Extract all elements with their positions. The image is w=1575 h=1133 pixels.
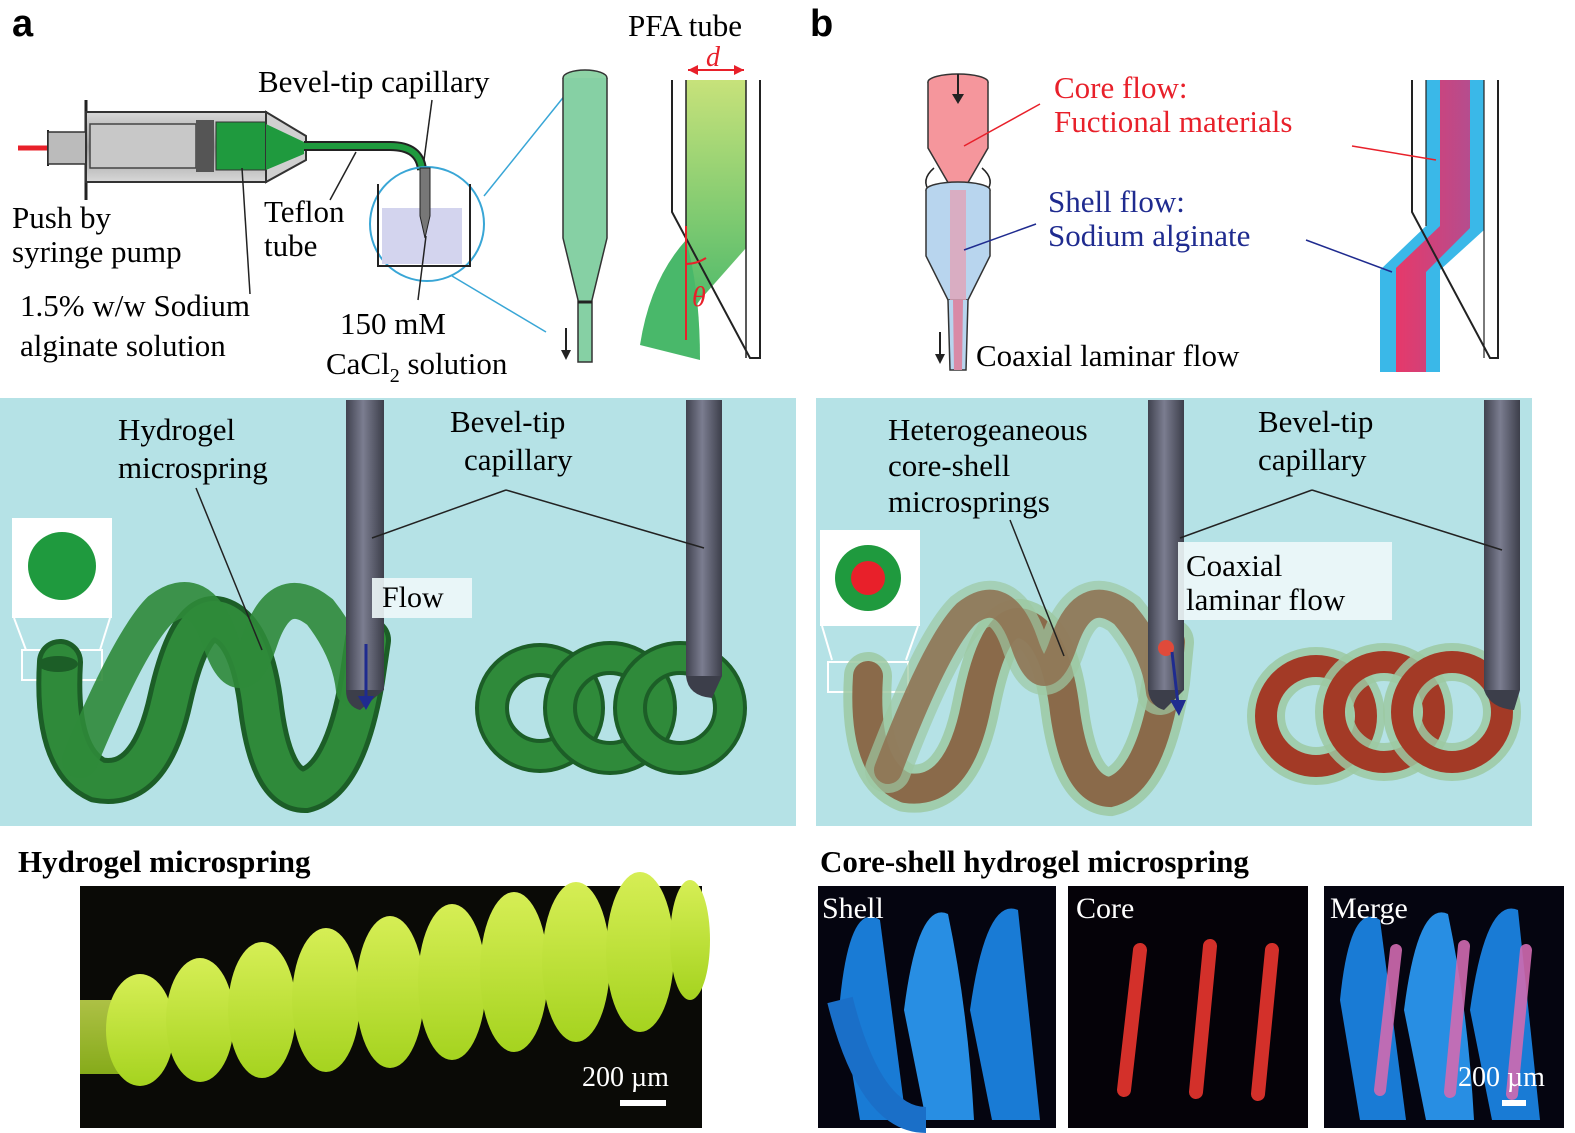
coax-tag-2: laminar flow [1186, 582, 1346, 617]
teflon-label-2: tube [264, 228, 317, 263]
push-label-2: syringe pump [12, 234, 182, 269]
coaxial-bevel-zoom [1305, 80, 1499, 372]
capillary-a1 [346, 400, 384, 690]
photo-merge-spring [1340, 908, 1540, 1120]
hydrogel-microspring-3d [36, 582, 391, 814]
cacl2-bath-inset [369, 93, 567, 333]
hetero-label-3: microsprings [888, 484, 1050, 519]
core-shell-microspring-compact [1247, 643, 1521, 785]
flow-tag: Flow [382, 581, 444, 614]
bevel-label-b-1: Bevel-tip [1258, 404, 1373, 439]
core-tag: Core [1076, 892, 1134, 925]
photo-b-scale-bar [1502, 1100, 1526, 1106]
bevel-label-a-1: Bevel-tip [450, 404, 565, 439]
photo-a-scale-bar [620, 1100, 666, 1106]
merge-tag: Merge [1330, 892, 1408, 925]
teflon-label-1: Teflon [264, 194, 345, 229]
push-label-1: Push by [12, 200, 112, 235]
alginate-label-1: 1.5% w/w Sodium [20, 288, 250, 323]
shell-tag: Shell [822, 892, 884, 925]
bevel-tip-label: Bevel-tip capillary [258, 64, 490, 99]
core-flow-label-1: Core flow: [1054, 70, 1187, 105]
photo-b-title: Core-shell hydrogel microspring [820, 844, 1249, 879]
coaxial-flow-label: Coaxial laminar flow [976, 338, 1240, 373]
hetero-label-2: core-shell [888, 448, 1010, 483]
pfa-tube-label: PFA tube [628, 8, 742, 43]
pfa-tube-zoom [640, 65, 761, 360]
coaxial-nozzle [925, 73, 1041, 371]
cross-section-inset-a [12, 518, 112, 681]
core-flow-label-2: Fuctional materials [1054, 104, 1292, 139]
bevel-label-b-2: capillary [1258, 442, 1367, 477]
hydrogel-microspring-compact [475, 641, 747, 775]
shell-flow-label-2: Sodium alginate [1048, 218, 1250, 253]
theta-label: θ [692, 282, 706, 313]
bevel-capillary-zoom [561, 69, 608, 363]
syringe [47, 100, 307, 200]
photo-shell-spring [827, 908, 1040, 1133]
photo-b-scale-label: 200 µm [1458, 1062, 1545, 1093]
bevel-label-a-2: capillary [464, 442, 573, 477]
capillary-a2 [686, 400, 722, 676]
flow-tag-bg [372, 578, 472, 618]
shell-flow-label-1: Shell flow: [1048, 184, 1185, 219]
capillary-b2 [1484, 400, 1520, 690]
photo-core-spring [1117, 939, 1279, 1101]
photo-a-scale-label: 200 µm [582, 1062, 669, 1093]
core-shell-microspring-3d [843, 580, 1194, 817]
coax-tag-1: Coaxial [1186, 548, 1282, 583]
cacl2-label-1: 150 mM [340, 306, 446, 341]
alginate-label-2: alginate solution [20, 328, 226, 363]
cacl2-label-2: CaCl2 solution [326, 346, 508, 387]
hetero-label-1: Heterogeaneous [888, 412, 1088, 447]
panel-a-letter: a [12, 3, 34, 45]
photo-a-spring [80, 872, 710, 1086]
panel-b-letter: b [810, 3, 833, 45]
cross-section-inset-b [820, 530, 920, 693]
d-label: d [706, 42, 721, 73]
coax-tag-bg [1178, 542, 1392, 620]
hydrogel-label-1: Hydrogel [118, 412, 235, 447]
photo-a-title: Hydrogel microspring [18, 844, 311, 879]
hydrogel-label-2: microspring [118, 450, 268, 485]
